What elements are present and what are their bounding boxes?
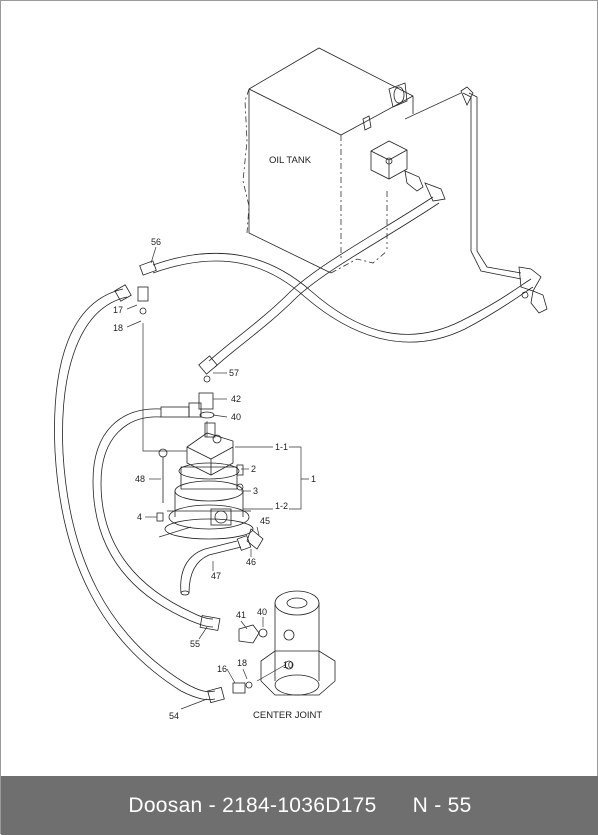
footer-bar: Doosan - 2184-1036D175 N - 55 [1,776,598,835]
part-number-40-top: 40 [231,412,241,422]
footer-page-number: N - 55 [412,793,472,817]
hose-54 [54,284,225,704]
swing-motor [156,422,273,540]
hydraulic-diagram: OIL TANK CENTER JOINT 56 17 18 57 42 40 … [54,47,548,721]
bracket-1 [289,446,309,510]
part-number-57: 57 [229,368,239,378]
part-number-1: 1 [311,474,316,484]
oil-tank-label: OIL TANK [269,155,312,166]
part-number-18-bottom: 18 [237,658,247,668]
part-number-3: 3 [253,486,258,496]
part-number-4: 4 [137,512,142,522]
part-number-2: 2 [251,464,256,474]
hose-56 [139,252,534,343]
fitting-17 [137,286,187,452]
part-number-45: 45 [260,516,270,526]
part-number-17: 17 [113,305,123,315]
footer-brand-part: Doosan - 2184-1036D175 [128,793,377,817]
part-number-40-bottom: 40 [257,607,267,617]
hose-57 [198,170,446,383]
part-number-48: 48 [135,474,145,484]
part-number-10: 10 [283,660,293,670]
part-number-47: 47 [211,571,221,581]
center-joint-label: CENTER JOINT [253,710,322,721]
part-number-55: 55 [190,639,200,649]
part-number-41: 41 [236,610,246,620]
part-number-18-top: 18 [113,323,123,333]
pipe-47 [180,528,264,596]
part-number-54: 54 [169,711,179,721]
oil-tank [242,47,462,274]
part-number-46: 46 [246,557,256,567]
center-joint [232,590,336,696]
fitting-42 [188,392,215,437]
part-number-1-2: 1-2 [275,501,288,511]
part-number-16: 16 [217,664,227,674]
part-number-1-1: 1-1 [275,442,288,452]
hose-55 [92,406,221,631]
leader-lines [126,246,264,710]
return-pipe [460,86,548,314]
part-number-42: 42 [231,394,241,404]
part-number-56: 56 [151,237,161,247]
